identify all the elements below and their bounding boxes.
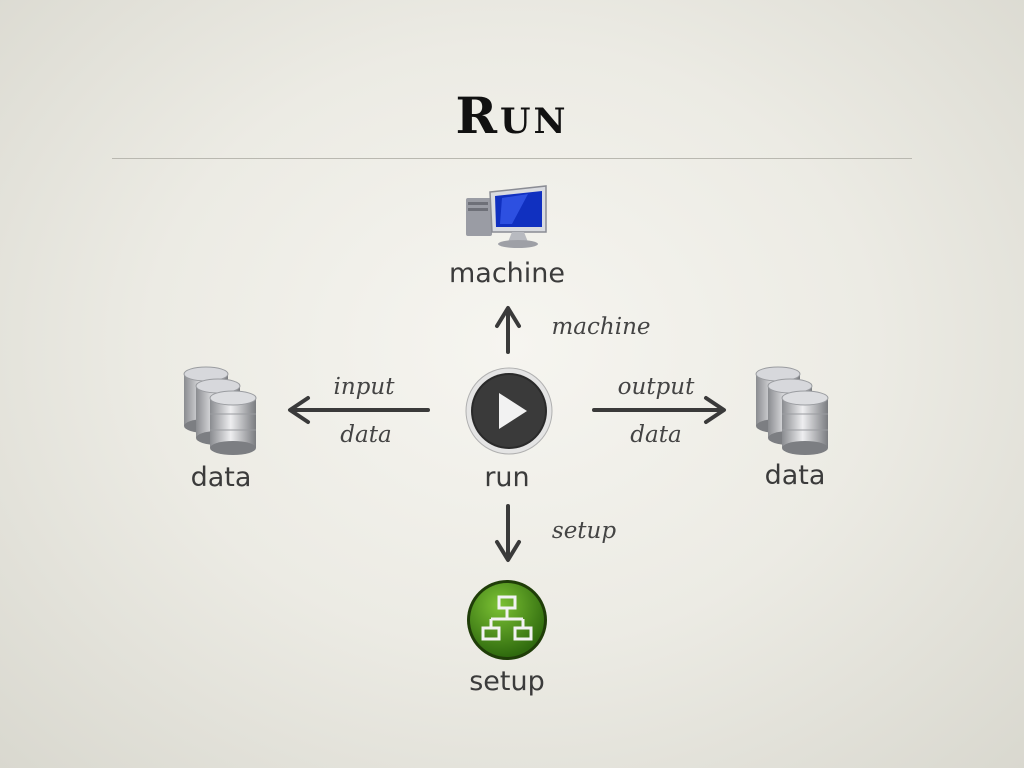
database-icon — [180, 364, 262, 458]
input-data-label: data — [190, 462, 252, 493]
setup-label: setup — [469, 666, 545, 697]
title-divider — [112, 158, 912, 159]
edge-label-machine: machine — [551, 314, 651, 340]
run-label: run — [484, 462, 530, 493]
machine-label: machine — [448, 258, 566, 289]
edge-label-input-data: data — [340, 422, 392, 448]
page-title: Run — [455, 86, 569, 145]
database-icon — [752, 364, 834, 458]
edge-label-output-data: data — [630, 422, 682, 448]
computer-monitor-icon — [462, 184, 550, 250]
network-hierarchy-icon — [466, 579, 548, 661]
edge-label-input: input — [333, 374, 395, 400]
play-button-icon[interactable] — [465, 367, 553, 455]
edge-label-setup: setup — [551, 518, 617, 544]
output-data-label: data — [764, 460, 826, 491]
edge-label-output: output — [617, 374, 695, 400]
